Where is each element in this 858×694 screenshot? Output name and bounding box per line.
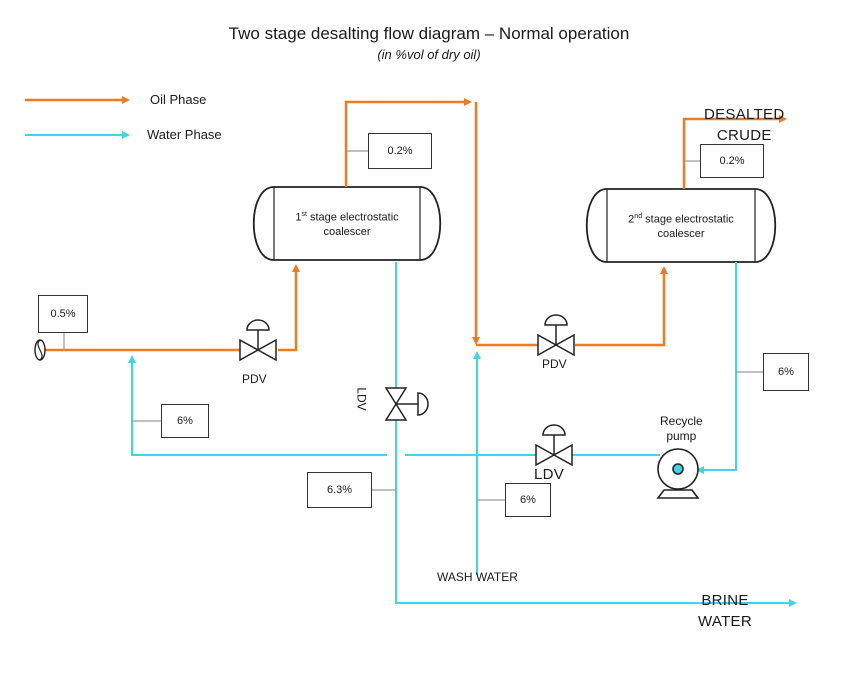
- recycle-pump-icon: [656, 448, 700, 499]
- diagram-title: Two stage desalting flow diagram – Norma…: [228, 24, 630, 43]
- ldv1-label: LDV: [354, 387, 369, 411]
- desalted-percent-box: 0.2%: [700, 144, 764, 178]
- ldv2-label: LDV: [534, 466, 565, 483]
- recycle-percent-box: 6%: [161, 404, 209, 438]
- pdv2-label: PDV: [542, 357, 567, 371]
- water-stage2-bottom: [696, 262, 737, 474]
- inlet-percent-box: 0.5%: [38, 295, 88, 333]
- oil-to-stage1: [278, 264, 300, 352]
- diagram-subtitle: (in %vol of dry oil): [377, 47, 481, 62]
- pdv1-valve-icon: [239, 319, 277, 362]
- wash-water-label: WASH WATER: [437, 570, 518, 584]
- legend-water-label: Water Phase: [147, 127, 222, 142]
- oil-to-stage2: [575, 266, 668, 347]
- brine-percent-box: 6.3%: [307, 472, 372, 508]
- stage2-vessel-label: 2nd stage electrostatic coalescer: [628, 213, 734, 240]
- wash-water-percent-box: 6%: [505, 483, 551, 517]
- stage1-vessel-label: 1st stage electrostatic coalescer: [295, 211, 399, 238]
- oil-stage1-overhead: [344, 98, 472, 187]
- legend-oil-label: Oil Phase: [150, 92, 207, 107]
- water-brine-line: [395, 420, 797, 607]
- oil-desalted-out: [682, 115, 787, 189]
- ldv1-valve-icon: [384, 387, 429, 421]
- pdv1-label: PDV: [242, 372, 267, 386]
- stage1-oil-percent-box: 0.2%: [368, 133, 432, 169]
- stage2-water-percent-box: 6%: [763, 353, 809, 391]
- ldv2-valve-icon: [535, 424, 573, 467]
- pdv2-valve-icon: [537, 314, 575, 357]
